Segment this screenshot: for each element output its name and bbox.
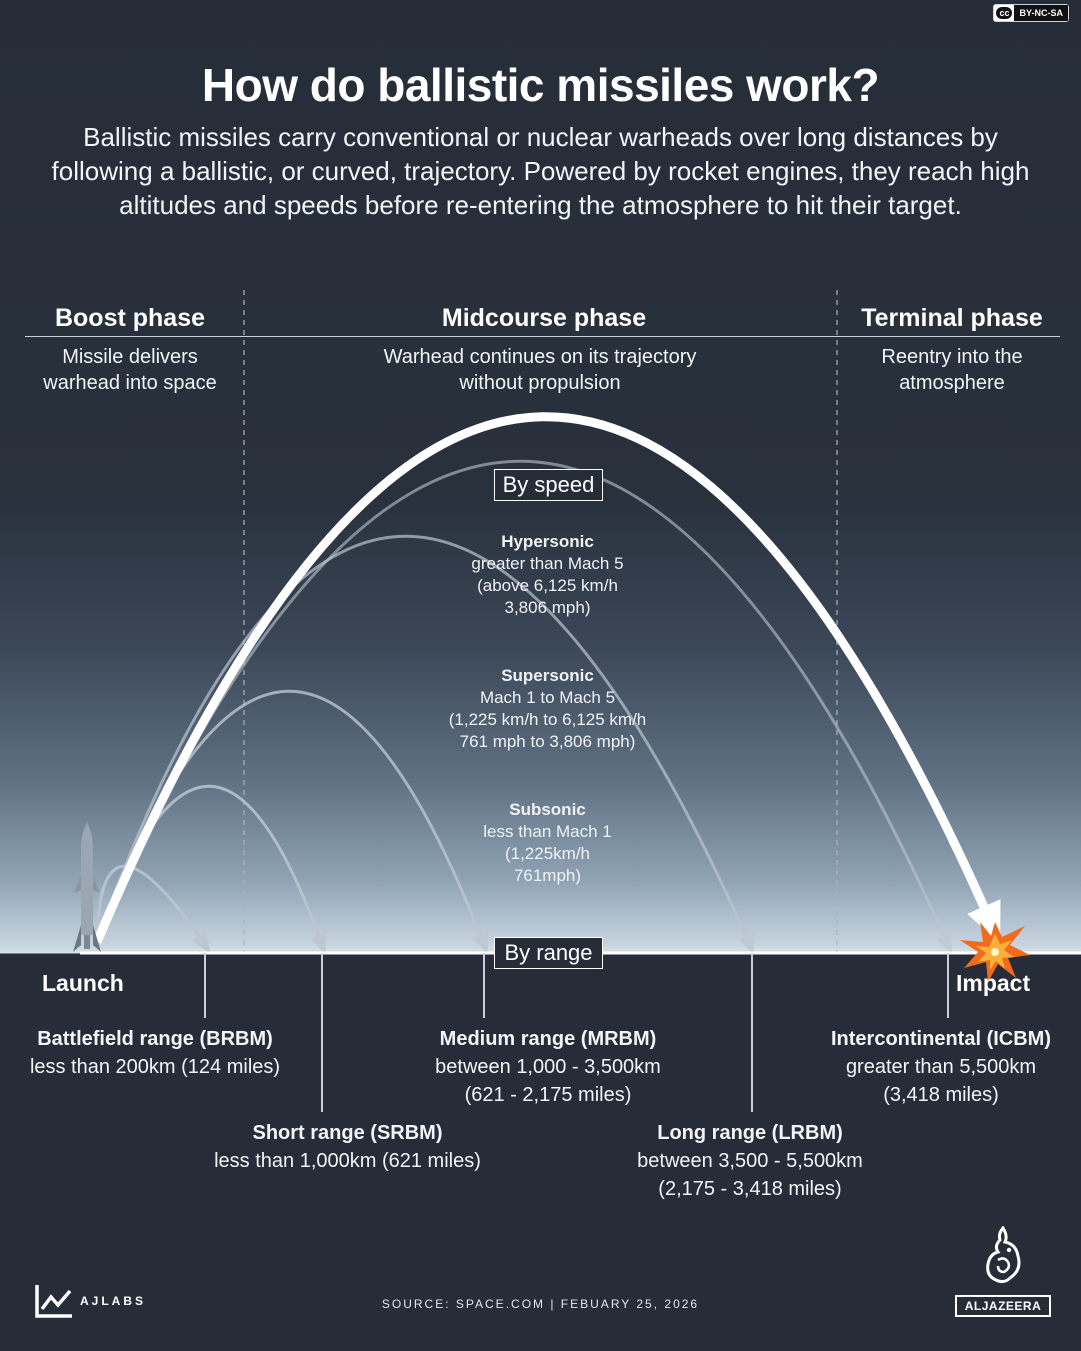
phase-midcourse-desc-line: without propulsion <box>459 372 621 394</box>
aljazeera-logo: ALJAZEERA <box>955 1225 1051 1317</box>
speed-line: Mach 1 to Mach 5 <box>479 688 616 707</box>
speed-line: greater than Mach 5 <box>471 554 624 573</box>
phase-boost-desc-line: Missile delivers <box>62 346 198 368</box>
speed-name: Hypersonic <box>501 532 594 551</box>
range-line: greater than 5,500km <box>845 1056 1037 1078</box>
ajlabs-logo: AJLABS <box>34 1283 146 1319</box>
range-lrbm: Long range (LRBM) between 3,500 - 5,500k… <box>600 1119 900 1203</box>
speed-name: Subsonic <box>509 800 586 819</box>
cc-icon: cc <box>996 7 1013 19</box>
lrbm-arc <box>95 534 755 955</box>
phase-boost-desc: Missile delivers warhead into space <box>20 344 240 396</box>
phase-midcourse-desc-line: Warhead continues on its trajectory <box>383 346 697 368</box>
missile-icon <box>73 822 101 952</box>
speed-line: 761 mph to 3,806 mph) <box>459 732 636 751</box>
phase-boost-desc-line: warhead into space <box>43 372 217 394</box>
icbm-arc <box>95 459 953 955</box>
range-name: Medium range (MRBM) <box>439 1028 657 1050</box>
speed-supersonic: Supersonic Mach 1 to Mach 5 (1,225 km/h … <box>420 665 675 753</box>
phase-divider-line <box>25 336 1060 337</box>
range-name: Intercontinental (ICBM) <box>831 1028 1051 1050</box>
range-name: Short range (SRBM) <box>252 1122 443 1144</box>
phase-terminal-desc-line: atmosphere <box>899 372 1005 394</box>
license-badge: cc BY-NC-SA <box>993 4 1069 22</box>
range-brbm: Battlefield range (BRBM) less than 200km… <box>5 1025 305 1081</box>
range-line: between 1,000 - 3,500km <box>435 1056 661 1078</box>
range-mrbm: Medium range (MRBM) between 1,000 - 3,50… <box>398 1025 698 1109</box>
license-text: BY-NC-SA <box>1014 5 1068 21</box>
speed-line: (1,225 km/h to 6,125 km/h <box>448 710 647 729</box>
page-title: How do ballistic missiles work? <box>201 59 880 111</box>
speed-line: less than Mach 1 <box>483 822 612 841</box>
speed-line: 761mph) <box>513 866 582 885</box>
ajlabs-text: AJLABS <box>80 1294 147 1308</box>
ajlabs-chart-icon <box>35 1285 72 1318</box>
aljazeera-wordmark: ALJAZEERA <box>955 1295 1051 1317</box>
page-subtitle: Ballistic missiles carry conventional or… <box>51 122 1030 220</box>
range-line: less than 1,000km (621 miles) <box>214 1150 481 1172</box>
range-srbm: Short range (SRBM) less than 1,000km (62… <box>190 1119 505 1175</box>
speed-line: (above 6,125 km/h <box>477 576 618 595</box>
phase-terminal-title: Terminal phase <box>861 304 1043 332</box>
impact-label: Impact <box>956 970 1031 996</box>
launch-label: Launch <box>42 970 124 996</box>
by-speed-label: By speed <box>494 469 603 501</box>
speed-hypersonic: Hypersonic greater than Mach 5 (above 6,… <box>420 531 675 619</box>
range-name: Long range (LRBM) <box>657 1122 843 1144</box>
range-icbm: Intercontinental (ICBM) greater than 5,5… <box>805 1025 1077 1109</box>
phase-terminal-desc-line: Reentry into the <box>881 346 1023 368</box>
phase-midcourse-title: Midcourse phase <box>441 304 647 332</box>
aljazeera-emblem-icon <box>986 1225 1021 1284</box>
phase-terminal-desc: Reentry into the atmosphere <box>842 344 1062 396</box>
phase-boost-title: Boost phase <box>54 304 206 332</box>
main-trajectory <box>92 412 1001 944</box>
range-line: (2,175 - 3,418 miles) <box>658 1178 842 1200</box>
range-line: less than 200km (124 miles) <box>29 1056 281 1078</box>
phase-midcourse-desc: Warhead continues on its trajectory with… <box>250 344 830 396</box>
explosion-icon <box>960 922 1030 982</box>
range-line: (3,418 miles) <box>883 1084 999 1106</box>
speed-subsonic: Subsonic less than Mach 1 (1,225km/h 761… <box>420 799 675 887</box>
speed-name: Supersonic <box>501 666 594 685</box>
range-line: (621 - 2,175 miles) <box>464 1084 632 1106</box>
by-range-label: By range <box>494 937 603 969</box>
range-line: between 3,500 - 5,500km <box>637 1150 863 1172</box>
source-line: SOURCE: SPACE.COM | FEBUARY 25, 2026 <box>381 1297 700 1311</box>
range-name: Battlefield range (BRBM) <box>37 1028 273 1050</box>
speed-line: 3,806 mph) <box>504 598 591 617</box>
speed-line: (1,225km/h <box>504 844 591 863</box>
